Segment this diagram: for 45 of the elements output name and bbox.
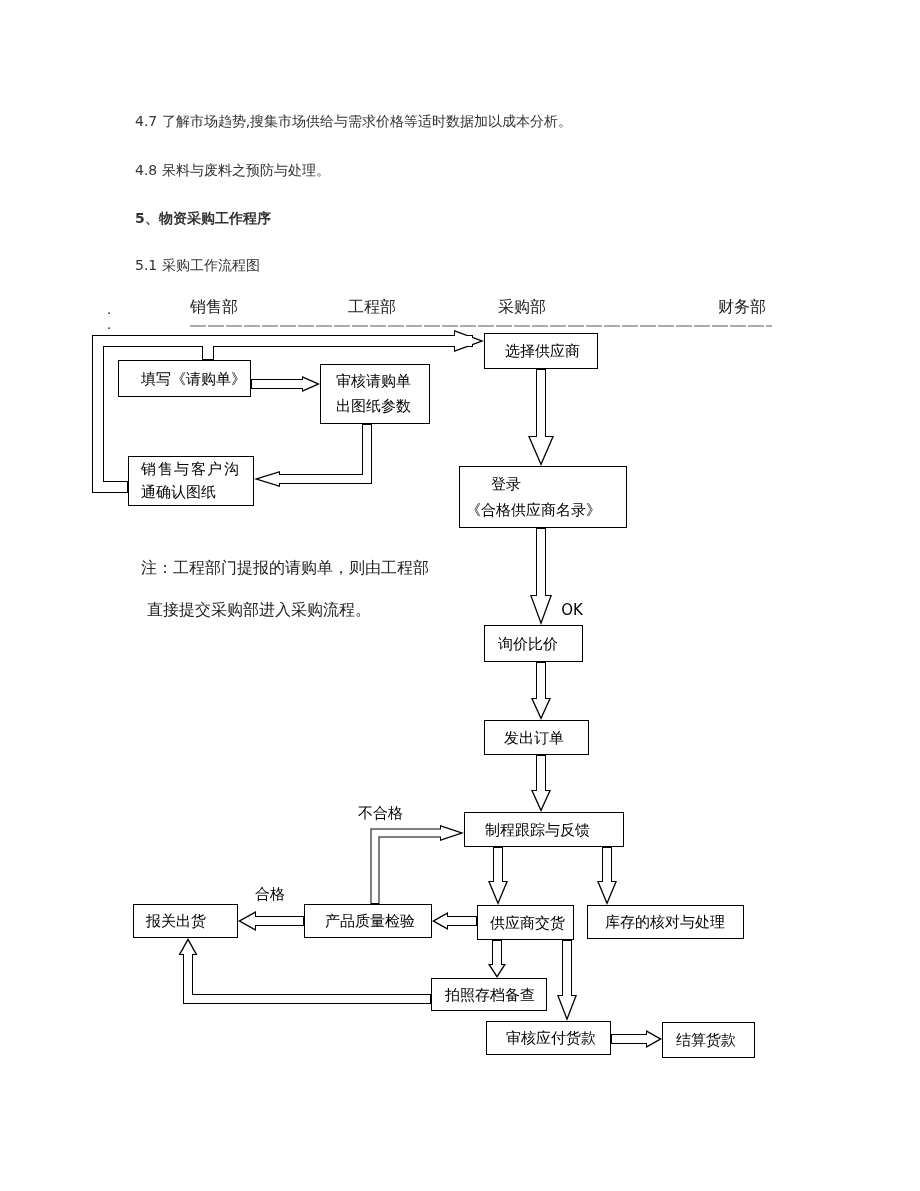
subsection-heading: 5.1 采购工作流程图 [135,256,260,275]
block-arrow [488,847,508,905]
block-arrow [528,369,554,466]
block-arrow [597,847,617,905]
step-label: 登录 [490,474,522,495]
block-arrow [178,938,431,1004]
step-label: 《合格供应商名录》 [466,500,602,521]
block-arrow [251,376,320,392]
column-header: 工程部 [348,297,396,317]
block-arrow [254,424,372,487]
block-arrow [488,940,506,978]
process-box: 产品质量检验 [304,904,432,938]
block-arrow [611,1030,662,1048]
block-arrow [432,912,477,930]
process-box: 报关出货 [133,904,238,938]
block-arrow [530,528,552,625]
column-header: 财务部 [718,297,766,317]
block-arrow [531,662,551,720]
paragraph-text: 4.7 了解市场趋势,搜集市场供给与需求价格等适时数据加以成本分析。 [135,112,573,131]
section-heading: 5、物资采购工作程序 [135,209,271,228]
process-box: 填写《请购单》 [118,360,251,397]
column-header: 采购部 [498,297,546,317]
period-mark: . [107,301,112,319]
process-box: 审核请购单出图纸参数 [320,364,430,424]
block-arrow [531,755,551,812]
process-box: 选择供应商 [484,333,598,369]
process-box: 供应商交货 [477,905,574,940]
process-box: 结算货款 [662,1022,755,1058]
block-arrow [370,825,464,904]
block-arrow [557,940,577,1021]
process-box: 审核应付货款 [486,1021,611,1055]
column-header: 销售部 [190,297,238,317]
process-box: 发出订单 [484,720,589,755]
process-box: 库存的核对与处理 [587,905,744,939]
process-box: 制程跟踪与反馈 [464,812,624,847]
edge-label: 合格 [254,885,286,903]
period-mark: . [107,316,112,334]
paragraph-text: 4.8 呆料与废料之预防与处理。 [135,161,330,180]
process-box [459,466,627,528]
process-box: 询价比价 [484,625,583,662]
block-arrow [238,911,304,931]
process-box: 销售与客户沟通确认图纸 [128,456,254,506]
process-box: 拍照存档备查 [431,978,547,1011]
note-text: 注：工程部门提报的请购单，则由工程部直接提交采购部进入采购流程。 [141,558,430,621]
edge-label: 不合格 [356,804,404,822]
